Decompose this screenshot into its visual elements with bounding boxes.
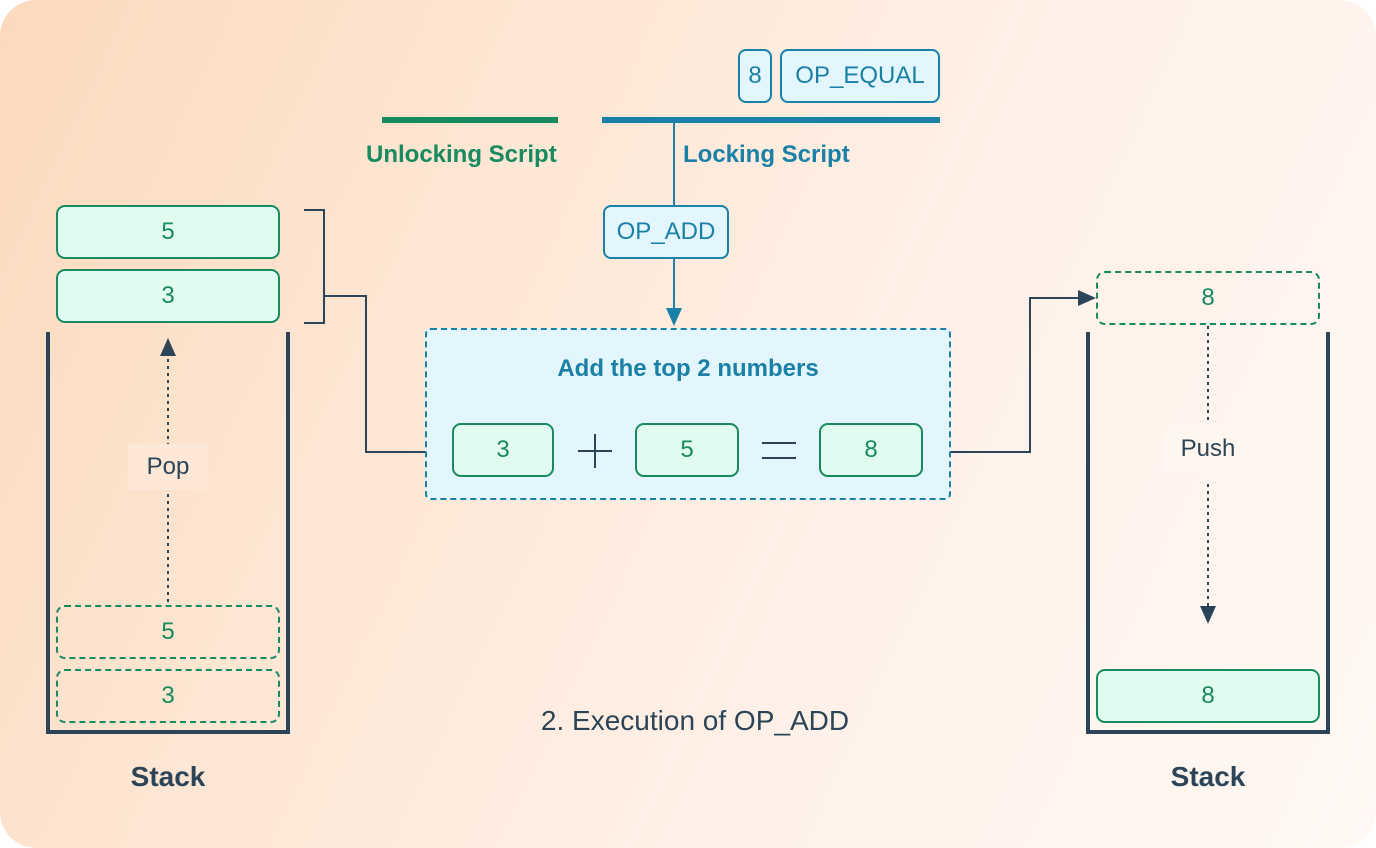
plus-icon (578, 434, 612, 468)
operation-to-stack-arrow (951, 290, 1096, 453)
popped-bracket (304, 209, 325, 324)
ghost-item-top: 5 (56, 605, 280, 659)
operation-title: Add the top 2 numbers (557, 355, 819, 382)
left-stack-container (46, 332, 290, 734)
operation-result: 8 (819, 423, 923, 477)
right-stack-container (1086, 332, 1330, 734)
bracket-to-operation-line (324, 295, 426, 453)
incoming-item: 8 (1096, 271, 1320, 325)
locking-script-label: Locking Script (683, 141, 850, 168)
push-label: Push (1164, 426, 1252, 472)
operand-a: 3 (452, 423, 554, 477)
stack-item: 8 (1096, 669, 1320, 723)
equals-icon (762, 442, 796, 459)
operand-b: 5 (635, 423, 739, 477)
left-stack-label: Stack (130, 761, 206, 792)
op-add-token: OP_ADD (603, 205, 729, 259)
pop-label: Pop (128, 444, 208, 490)
unlocking-script-label: Unlocking Script (366, 141, 557, 168)
caption: 2. Execution of OP_ADD (540, 705, 850, 736)
right-stack-label: Stack (1170, 761, 1246, 792)
ghost-item-bottom: 3 (56, 669, 280, 723)
popped-item-second: 3 (56, 269, 280, 323)
popped-item-top: 5 (56, 205, 280, 259)
token-eight: 8 (738, 49, 772, 103)
token-op-equal: OP_EQUAL (780, 49, 940, 103)
